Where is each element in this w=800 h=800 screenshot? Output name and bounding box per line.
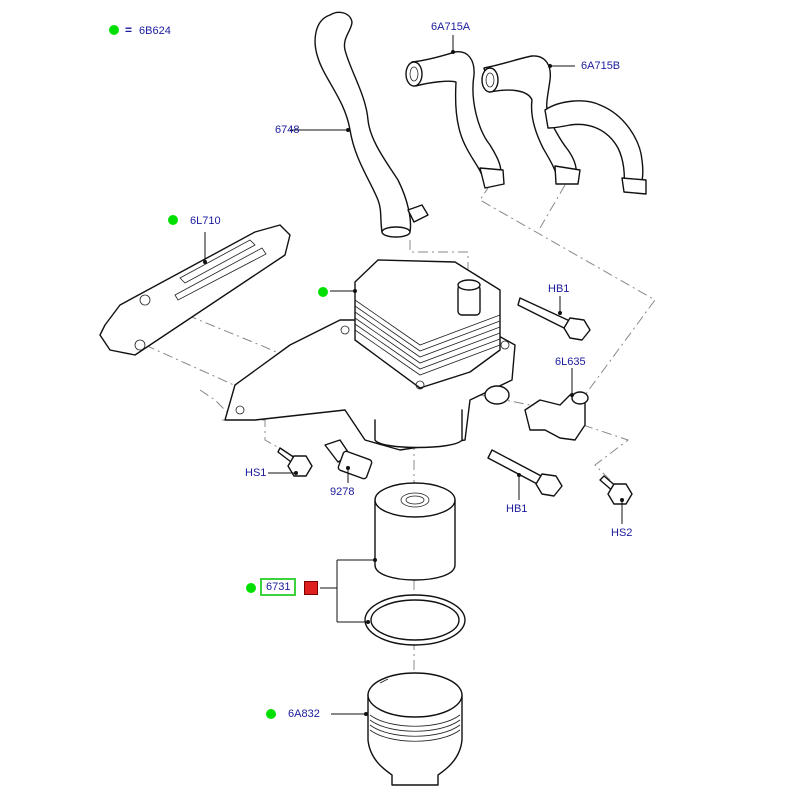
callout-HS1[interactable]: HS1 xyxy=(245,467,267,479)
callout-6731-highlighted[interactable]: 6731 xyxy=(260,578,297,596)
callout-6A715B[interactable]: 6A715B xyxy=(581,60,621,72)
legend-marker-icon xyxy=(109,25,119,35)
selected-part-icon[interactable] xyxy=(304,581,318,595)
oil-cooler-housing[interactable] xyxy=(224,259,516,451)
bolt-HB1-bottom[interactable] xyxy=(487,449,563,497)
hose-6A715A[interactable] xyxy=(405,51,505,189)
callout-6A832[interactable]: 6A832 xyxy=(288,708,320,720)
callout-6A715A[interactable]: 6A715A xyxy=(431,21,471,33)
screw-HS1[interactable] xyxy=(277,447,313,477)
marker-6731-icon xyxy=(246,583,256,593)
marker-oil-cooler-icon[interactable] xyxy=(318,287,328,297)
oil-filter-cap-6A832[interactable] xyxy=(367,672,463,786)
hose-6A715B[interactable] xyxy=(481,55,647,195)
callout-6748[interactable]: 6748 xyxy=(275,124,300,136)
marker-6A832-icon xyxy=(266,709,276,719)
o-ring[interactable] xyxy=(364,594,466,646)
hose-6748[interactable] xyxy=(314,11,429,238)
bolt-HB1-top[interactable] xyxy=(517,297,591,341)
legend-equals: = xyxy=(125,23,133,37)
callout-HS2[interactable]: HS2 xyxy=(611,527,633,539)
marker-6L710-icon xyxy=(168,215,178,225)
leader-lines xyxy=(203,35,624,716)
gasket-6L710[interactable] xyxy=(99,224,291,356)
legend-reference[interactable]: 6B624 xyxy=(139,25,171,37)
screw-HS2[interactable] xyxy=(599,475,633,505)
callout-HB1-bottom[interactable]: HB1 xyxy=(506,503,528,515)
oil-filter-element-6731[interactable] xyxy=(374,482,456,581)
callout-6L635[interactable]: 6L635 xyxy=(555,356,586,368)
connector-6L635[interactable] xyxy=(524,391,589,441)
callout-6L710[interactable]: 6L710 xyxy=(190,215,221,227)
switch-9278[interactable] xyxy=(324,439,373,480)
callout-9278[interactable]: 9278 xyxy=(330,486,355,498)
callout-HB1-top[interactable]: HB1 xyxy=(548,283,570,295)
